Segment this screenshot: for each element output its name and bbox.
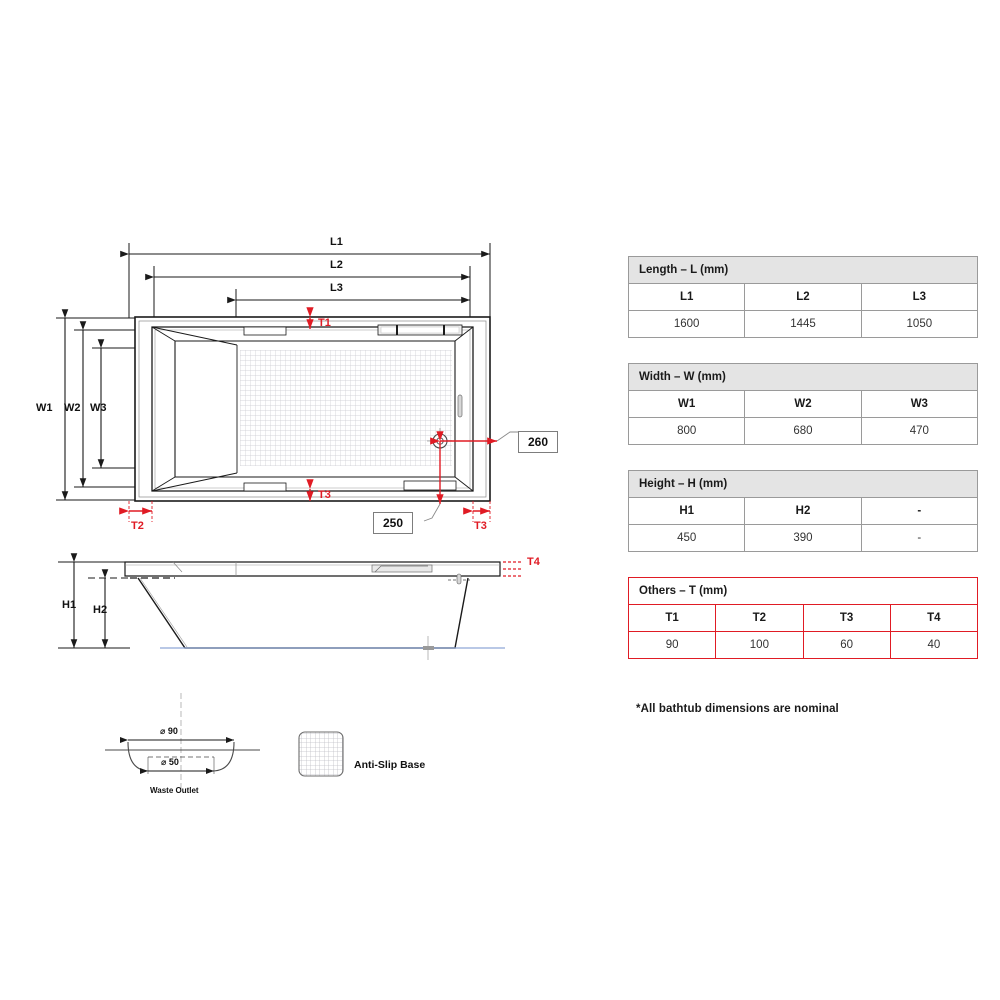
table-others-val-3: 40 <box>889 631 979 659</box>
label-w1: W1 <box>36 402 53 414</box>
leader-250 <box>423 503 441 522</box>
tub-bottom-grip-recess <box>243 480 457 492</box>
label-waste-inner-diameter: ⌀ 50 <box>161 757 179 767</box>
side-rim-slab <box>124 561 501 577</box>
anti-slip-swatch <box>298 731 344 777</box>
label-waste-outlet-title: Waste Outlet <box>150 786 199 795</box>
side-grip-detail <box>371 564 433 573</box>
table-height-val-1: 390 <box>744 524 862 552</box>
side-waste-mark <box>423 636 434 660</box>
anti-slip-base-area <box>240 350 452 466</box>
anti-slip-swatch-group <box>298 731 344 777</box>
table-others-header: Others – T (mm) <box>628 577 978 605</box>
label-h1: H1 <box>62 599 77 611</box>
leader-260 <box>496 431 518 442</box>
table-width-col-0: W1 <box>627 390 746 418</box>
table-height: Height – H (mm) H1 H2 - 450 390 - <box>627 470 979 552</box>
table-others-val-2: 60 <box>802 631 891 659</box>
side-view-group <box>58 553 522 660</box>
height-dimension-arrows <box>70 553 109 648</box>
label-t2: T2 <box>131 520 144 532</box>
label-l2: L2 <box>330 259 343 271</box>
label-h2: H2 <box>93 604 108 616</box>
table-height-col-2: - <box>860 497 979 525</box>
table-length-col-1: L2 <box>744 283 862 311</box>
table-width-val-0: 800 <box>627 417 746 445</box>
side-bowl-profile <box>137 577 469 649</box>
side-overflow-mark <box>448 573 470 585</box>
table-others-val-0: 90 <box>627 631 717 659</box>
table-length-header: Length – L (mm) <box>628 256 978 284</box>
label-t1: T1 <box>318 317 331 329</box>
tub-corner-slopes <box>151 326 474 492</box>
table-height-header: Height – H (mm) <box>628 470 978 498</box>
table-width: Width – W (mm) W1 W2 W3 800 680 470 <box>627 363 979 445</box>
label-l3: L3 <box>330 282 343 294</box>
top-view-group <box>56 243 518 522</box>
overflow-slot <box>457 394 463 418</box>
table-width-val-2: 470 <box>860 417 979 445</box>
table-others-col-3: T4 <box>889 604 979 632</box>
table-length-val-1: 1445 <box>744 310 862 338</box>
tub-head-end-slope <box>151 326 238 492</box>
dimension-tables: Length – L (mm) L1 L2 L3 1600 1445 1050 … <box>627 256 979 684</box>
table-height-col-0: H1 <box>627 497 746 525</box>
waste-outlet-detail-group <box>105 693 260 790</box>
table-height-val-2: - <box>860 524 979 552</box>
table-width-val-1: 680 <box>744 417 862 445</box>
label-w3: W3 <box>90 402 107 414</box>
label-t4: T4 <box>527 556 540 568</box>
table-width-col-1: W2 <box>744 390 862 418</box>
callout-250: 250 <box>373 512 414 534</box>
table-others-col-1: T2 <box>715 604 804 632</box>
dim-t2 <box>119 501 153 522</box>
table-width-header: Width – W (mm) <box>628 363 978 391</box>
table-length: Length – L (mm) L1 L2 L3 1600 1445 1050 <box>627 256 979 338</box>
tub-grip-recess <box>243 324 463 336</box>
table-height-val-0: 450 <box>627 524 746 552</box>
table-length-col-2: L3 <box>860 283 979 311</box>
table-width-col-2: W3 <box>860 390 979 418</box>
width-dimension-arrows <box>61 309 105 500</box>
dim-t3-right <box>463 501 491 522</box>
table-others: Others – T (mm) T1 T2 T3 T4 90 100 60 40 <box>627 577 979 659</box>
length-dimension-arrows <box>120 250 490 304</box>
table-length-col-0: L1 <box>627 283 746 311</box>
height-extension-lines <box>58 561 130 649</box>
label-l1: L1 <box>330 236 343 248</box>
table-others-col-0: T1 <box>627 604 717 632</box>
table-others-col-2: T3 <box>802 604 891 632</box>
label-w2: W2 <box>64 402 81 414</box>
table-height-col-1: H2 <box>744 497 862 525</box>
label-anti-slip-base: Anti-Slip Base <box>354 759 426 771</box>
table-length-val-0: 1600 <box>627 310 746 338</box>
dim-t4 <box>503 561 522 577</box>
table-length-val-2: 1050 <box>860 310 979 338</box>
nominal-dimensions-footnote: *All bathtub dimensions are nominal <box>636 703 839 715</box>
callout-260: 260 <box>518 431 559 453</box>
label-t3-bottom: T3 <box>318 489 331 501</box>
label-waste-outer-diameter: ⌀ 90 <box>160 726 178 736</box>
table-others-val-1: 100 <box>715 631 804 659</box>
label-t3-right: T3 <box>474 520 487 532</box>
